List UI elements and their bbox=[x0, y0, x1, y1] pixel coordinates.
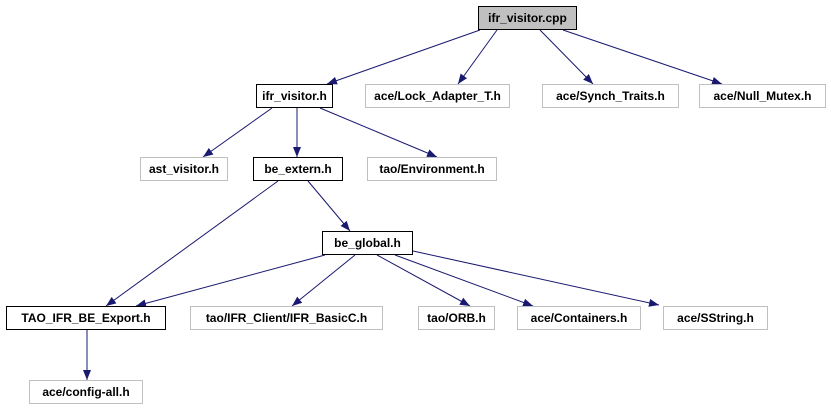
edge-be-extern-h-to-tao-ifr-be-export-h bbox=[105, 180, 279, 307]
node-be-global-h[interactable]: be_global.h bbox=[322, 231, 413, 255]
node-ace-synch-traits-h: ace/Synch_Traits.h bbox=[542, 84, 679, 108]
node-tao-ifr-be-export-h[interactable]: TAO_IFR_BE_Export.h bbox=[6, 306, 166, 330]
edge-ifr-visitor-cpp-to-ace-null-mutex-h bbox=[562, 29, 723, 85]
edge-ifr-visitor-cpp-to-ace-lock-adapter-t-h bbox=[457, 29, 498, 85]
edge-be-extern-h-to-be-global-h bbox=[307, 180, 351, 232]
node-tao-environment-h: tao/Environment.h bbox=[367, 157, 497, 181]
node-tao-orb-h: tao/ORB.h bbox=[418, 306, 495, 330]
edge-ifr-visitor-cpp-to-ifr-visitor-h bbox=[326, 29, 481, 85]
edge-ifr-visitor-h-to-ast-visitor-h bbox=[202, 107, 273, 158]
edge-be-global-h-to-tao-orb-h bbox=[376, 254, 471, 307]
node-ace-containers-h: ace/Containers.h bbox=[517, 306, 641, 330]
node-tao-ifr-client-ifr-basicc-h: tao/IFR_Client/IFR_BasicC.h bbox=[190, 306, 383, 330]
node-be-extern-h[interactable]: be_extern.h bbox=[253, 157, 343, 181]
node-ifr-visitor-cpp: ifr_visitor.cpp bbox=[478, 6, 577, 30]
node-ifr-visitor-h[interactable]: ifr_visitor.h bbox=[256, 84, 333, 108]
edge-be-global-h-to-tao-ifr-be-export-h bbox=[135, 254, 326, 308]
node-ace-config-all-h: ace/config-all.h bbox=[29, 380, 143, 404]
node-ace-lock-adapter-t-h: ace/Lock_Adapter_T.h bbox=[365, 84, 510, 108]
node-ace-sstring-h: ace/SString.h bbox=[663, 306, 768, 330]
edge-ifr-visitor-h-to-tao-environment-h bbox=[319, 107, 438, 158]
edge-be-global-h-to-tao-ifr-client-ifr-basicc-h bbox=[291, 254, 356, 307]
edge-be-global-h-to-ace-containers-h bbox=[394, 254, 534, 307]
edge-ifr-visitor-cpp-to-ace-synch-traits-h bbox=[539, 29, 594, 85]
node-ast-visitor-h: ast_visitor.h bbox=[140, 157, 228, 181]
edge-be-global-h-to-ace-sstring-h bbox=[412, 250, 660, 307]
node-ace-null-mutex-h: ace/Null_Mutex.h bbox=[699, 84, 826, 108]
